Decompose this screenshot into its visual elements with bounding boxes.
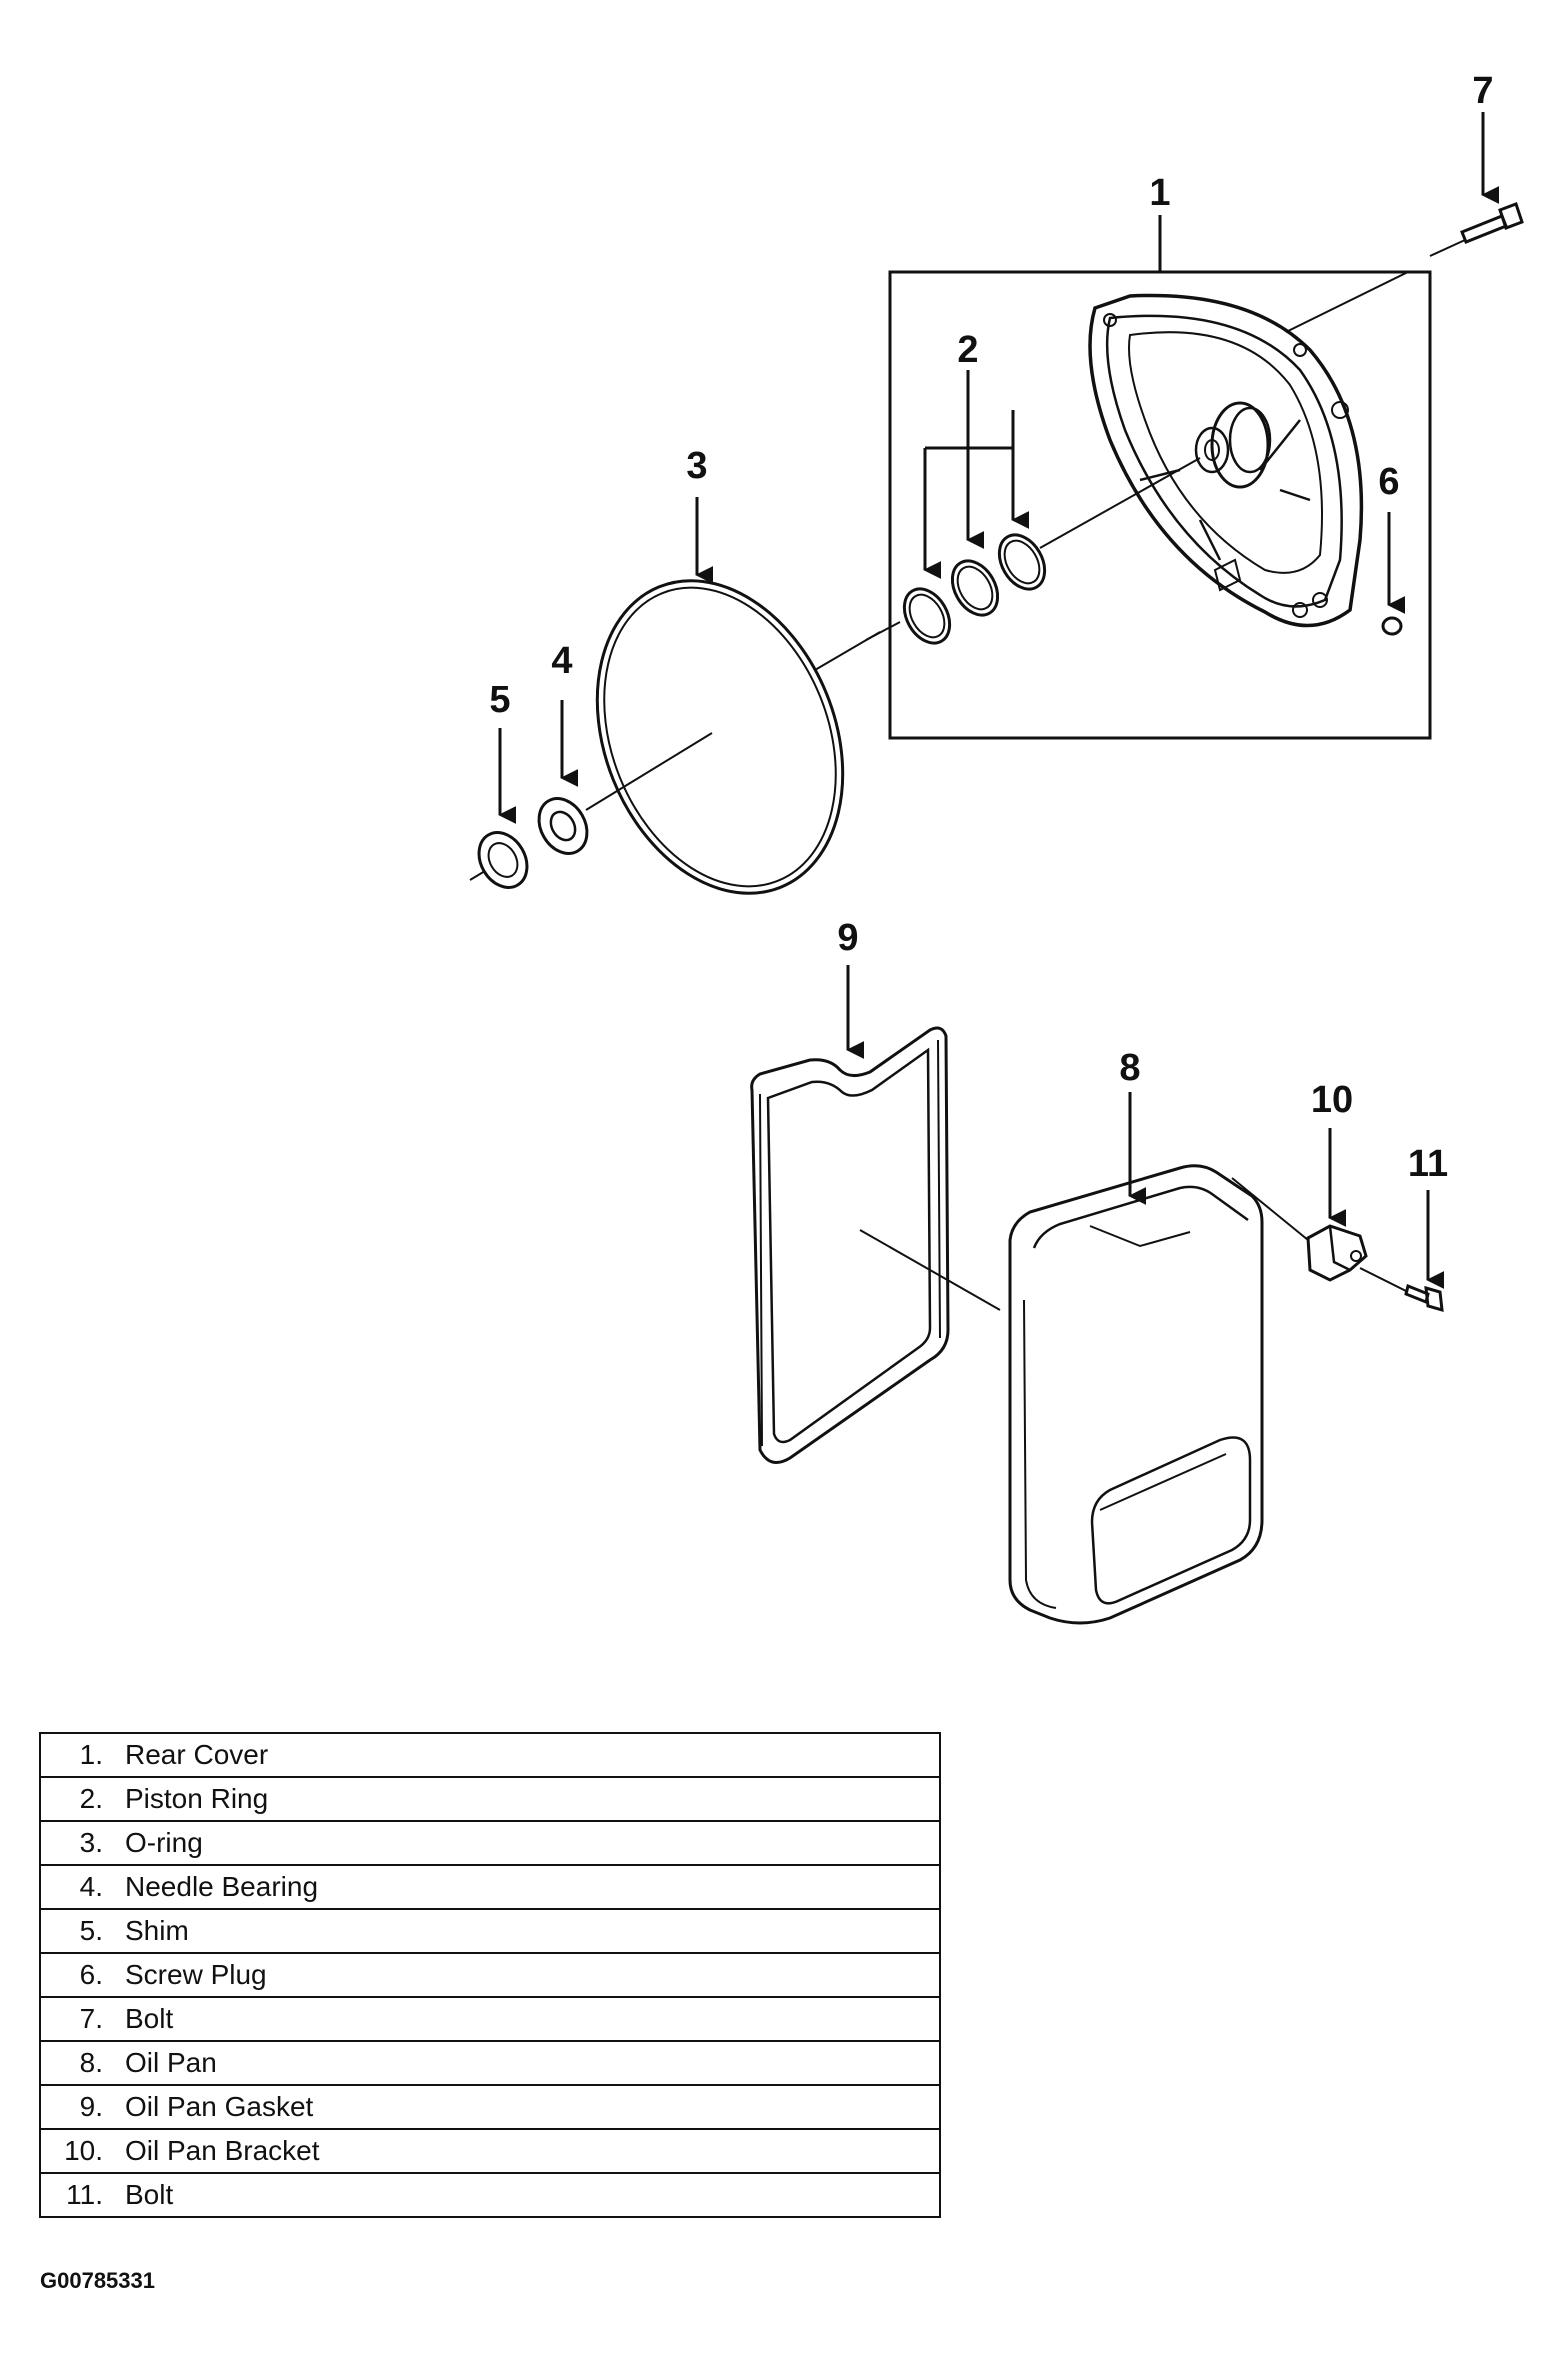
legend-part-name: Piston Ring bbox=[125, 1783, 269, 1814]
legend-part-name: Oil Pan Bracket bbox=[125, 2135, 320, 2166]
callout-3: 3 bbox=[686, 445, 707, 487]
legend-cell: 2. Piston Ring bbox=[39, 1776, 941, 1822]
legend-number: 7. bbox=[79, 2003, 103, 2034]
legend-part-name: Oil Pan bbox=[125, 2047, 217, 2078]
parts-legend-table: 1. Rear Cover 2. Piston Ring 3. O-ring 4. Needl… bbox=[39, 1732, 941, 2218]
bolt-7-part bbox=[1460, 202, 1524, 244]
legend-part-name: Screw Plug bbox=[125, 1959, 267, 1990]
legend-cell: 1. Rear Cover bbox=[39, 1732, 941, 1778]
legend-cell: 5. Shim bbox=[39, 1908, 941, 1954]
figure-id: G00785331 bbox=[40, 2268, 155, 2293]
callout-7: 7 bbox=[1472, 70, 1493, 112]
legend-number: 2. bbox=[79, 1783, 103, 1814]
legend-part-name: Needle Bearing bbox=[125, 1871, 319, 1902]
oil-pan-gasket-part bbox=[750, 1026, 950, 1464]
callout-8: 8 bbox=[1119, 1047, 1140, 1089]
oil-pan-bracket-part bbox=[1306, 1224, 1368, 1282]
legend-part-name: Bolt bbox=[125, 2179, 174, 2210]
legend-number: 10. bbox=[64, 2135, 103, 2166]
legend-row: 10. Oil Pan Bracket bbox=[39, 2128, 941, 2174]
legend-cell: 11. Bolt bbox=[39, 2172, 941, 2218]
legend-cell: 3. O-ring bbox=[39, 1820, 941, 1866]
legend-row: 4. Needle Bearing bbox=[39, 1864, 941, 1910]
legend-number: 8. bbox=[79, 2047, 103, 2078]
legend-row: 9. Oil Pan Gasket bbox=[39, 2084, 941, 2130]
legend-row: 8. Oil Pan bbox=[39, 2040, 941, 2086]
legend-row: 7. Bolt bbox=[39, 1996, 941, 2042]
legend-cell: 10. Oil Pan Bracket bbox=[39, 2128, 941, 2174]
exploded-parts-diagram: 7 1 2 3 4 5 6 9 8 10 11 bbox=[469, 70, 1524, 1625]
callout-1: 1 bbox=[1149, 172, 1170, 214]
piston-rings-part bbox=[902, 533, 1047, 645]
legend-row: 3. O-ring bbox=[39, 1820, 941, 1866]
screw-plug-part bbox=[1381, 616, 1403, 636]
legend-cell: 6. Screw Plug bbox=[39, 1952, 941, 1998]
legend-number: 11. bbox=[66, 2179, 103, 2210]
oil-pan-part bbox=[1008, 1164, 1264, 1625]
legend-part-name: Rear Cover bbox=[125, 1739, 269, 1770]
legend-number: 4. bbox=[79, 1871, 103, 1902]
legend-row: 5. Shim bbox=[39, 1908, 941, 1954]
legend-number: 9. bbox=[79, 2091, 103, 2122]
legend-number: 6. bbox=[79, 1959, 103, 1990]
legend-cell: 9. Oil Pan Gasket bbox=[39, 2084, 941, 2130]
bolt-11-part bbox=[1404, 1283, 1444, 1313]
callout-5: 5 bbox=[489, 679, 510, 721]
callout-10: 10 bbox=[1311, 1079, 1353, 1121]
legend-part-name: Shim bbox=[125, 1915, 189, 1946]
legend-row: 2. Piston Ring bbox=[39, 1776, 941, 1822]
legend-part-name: O-ring bbox=[125, 1827, 203, 1858]
callout-2: 2 bbox=[957, 329, 978, 371]
legend-part-name: Oil Pan Gasket bbox=[125, 2091, 314, 2122]
leader-lines bbox=[469, 239, 1466, 1311]
rear-cover-part bbox=[1088, 293, 1364, 628]
legend-cell: 8. Oil Pan bbox=[39, 2040, 941, 2086]
legend-part-name: Bolt bbox=[125, 2003, 174, 2034]
legend-number: 3. bbox=[79, 1827, 103, 1858]
shim-part bbox=[477, 831, 529, 889]
legend-number: 1. bbox=[79, 1739, 103, 1770]
legend-row: 11. Bolt bbox=[39, 2172, 941, 2218]
o-ring-part bbox=[595, 579, 845, 895]
legend-cell: 7. Bolt bbox=[39, 1996, 941, 2042]
legend-row: 6. Screw Plug bbox=[39, 1952, 941, 1998]
callout-9: 9 bbox=[837, 917, 858, 959]
callout-arrows bbox=[498, 112, 1500, 1289]
callout-4: 4 bbox=[551, 640, 572, 682]
legend-row: 1. Rear Cover bbox=[39, 1732, 941, 1778]
callout-6: 6 bbox=[1378, 461, 1399, 503]
legend-number: 5. bbox=[79, 1915, 103, 1946]
needle-bearing-part bbox=[537, 797, 589, 855]
legend-cell: 4. Needle Bearing bbox=[39, 1864, 941, 1910]
callout-11: 11 bbox=[1408, 1143, 1448, 1185]
